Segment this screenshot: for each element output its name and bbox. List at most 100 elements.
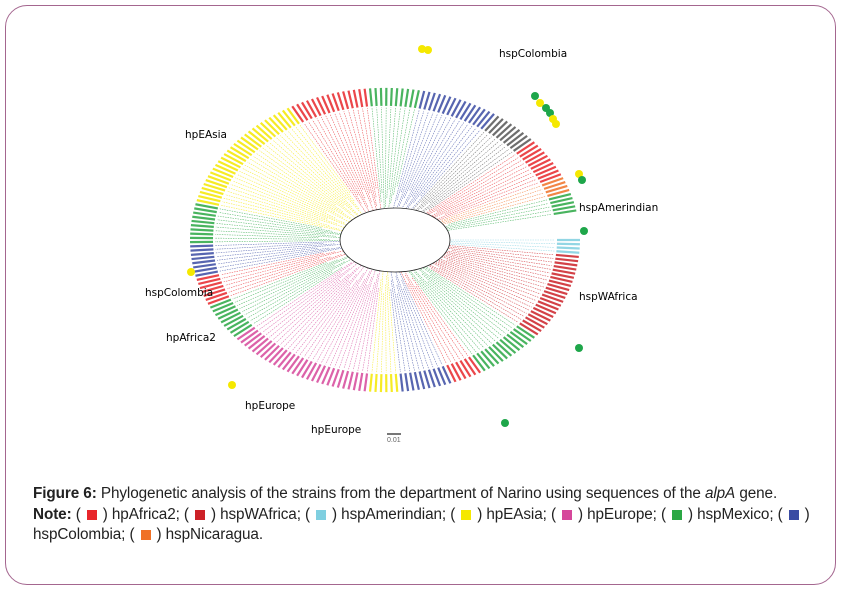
tree-branch <box>219 246 352 272</box>
taxon-label-mark <box>193 263 216 269</box>
taxon-label-mark <box>233 142 253 157</box>
taxon-label-mark <box>212 167 234 179</box>
tree-branch <box>411 277 469 356</box>
taxon-label-mark <box>409 89 415 108</box>
tree-branch <box>434 249 550 274</box>
taxon-label-mark <box>331 368 340 387</box>
taxon-label-mark <box>281 109 296 127</box>
taxon-label-mark <box>432 368 442 387</box>
taxon-label-mark <box>539 173 562 184</box>
figure-frame <box>5 5 836 585</box>
taxon-label-mark <box>556 250 580 254</box>
legend-swatch <box>86 509 97 520</box>
tree-branch <box>216 243 346 257</box>
tree-branch <box>417 157 519 221</box>
tree-branch <box>230 251 353 296</box>
tree-branch <box>390 108 406 204</box>
taxon-label-mark <box>301 360 313 379</box>
tree-branch <box>339 276 373 368</box>
taxon-label-mark <box>363 373 369 392</box>
tree-branch <box>234 177 345 224</box>
tree-branch <box>446 259 543 291</box>
taxon-label-mark <box>277 112 292 129</box>
tree-branch <box>237 174 336 219</box>
tree-branch <box>396 262 447 364</box>
tree-branch <box>308 272 364 359</box>
taxon-label-mark <box>255 340 273 356</box>
taxon-label-mark <box>512 328 532 342</box>
taxon-label-mark <box>220 311 241 324</box>
taxon-label-mark <box>190 228 214 232</box>
taxon-label-mark <box>556 246 580 250</box>
taxon-label-mark <box>450 99 462 117</box>
tree-branch <box>232 180 354 229</box>
tree-branch <box>218 247 341 268</box>
tree-branch <box>253 267 343 325</box>
taxon-label-mark <box>519 322 539 336</box>
legend-label: ) hpEurope; <box>577 505 657 523</box>
tree-branch <box>269 142 345 206</box>
taxon-label-mark <box>310 98 322 117</box>
taxon-label-mark <box>310 363 322 382</box>
tree-branch <box>427 281 492 344</box>
taxon-label-mark <box>326 94 336 113</box>
tree-branch <box>410 146 506 221</box>
tree-branch <box>237 256 348 306</box>
tree-branch <box>394 267 429 369</box>
tree-branch <box>316 118 372 216</box>
taxon-label-mark <box>516 141 535 155</box>
taxon-label-mark <box>499 126 517 142</box>
tree-branch <box>385 284 387 373</box>
marker-dot-yellow <box>418 45 426 53</box>
taxon-label-mark <box>247 334 266 350</box>
taxon-label-mark <box>368 373 373 392</box>
tree-branch <box>299 287 351 356</box>
tree-branch <box>312 119 359 196</box>
scale-label: 0.01 <box>387 437 401 444</box>
tree-branch <box>411 120 460 197</box>
taxon-label-mark <box>205 179 228 189</box>
taxon-label-mark <box>532 306 554 318</box>
tree-branch <box>444 253 549 277</box>
marker-dot-yellow <box>187 268 195 276</box>
taxon-label-mark <box>404 373 410 392</box>
tree-branch <box>414 256 525 317</box>
taxon-label-mark <box>492 120 508 137</box>
tree-branch <box>429 256 539 298</box>
tree-branch <box>371 107 382 202</box>
tree-branch <box>439 267 527 314</box>
taxon-label-mark <box>522 319 542 333</box>
tree-branch <box>401 266 460 360</box>
taxon-label-mark <box>336 92 345 111</box>
tree-branch <box>400 111 429 193</box>
marker-dot-green <box>575 344 583 352</box>
taxon-label-mark <box>236 326 256 341</box>
taxon-label-mark <box>229 146 250 160</box>
tree-branch <box>225 194 320 222</box>
tree-branch <box>371 279 382 373</box>
taxon-label-mark <box>543 290 566 300</box>
tree-branch <box>412 251 535 305</box>
tree-branch <box>406 129 481 216</box>
tree-branch <box>362 265 381 372</box>
taxon-label-mark <box>548 279 572 288</box>
taxon-label-mark <box>550 275 573 283</box>
taxon-label-mark <box>476 110 491 128</box>
tree-branch <box>390 280 406 372</box>
taxon-label-mark <box>223 153 244 166</box>
taxon-label-mark <box>499 338 517 354</box>
tree-branch <box>414 272 485 349</box>
clade-label-hpeurope-2: hpEurope <box>311 424 362 436</box>
tree-branch <box>352 282 375 371</box>
tree-branch <box>303 280 358 357</box>
marker-dot-green <box>542 104 550 112</box>
tree-branch <box>390 271 411 372</box>
marker-dot-yellow <box>552 120 560 128</box>
tree-branch <box>430 262 530 311</box>
tree-branch <box>390 289 401 373</box>
taxon-label-mark <box>441 96 452 115</box>
tree-branch <box>295 267 364 354</box>
taxon-label-mark <box>437 94 447 113</box>
tree-branch <box>420 141 499 209</box>
tree-branch <box>448 199 548 225</box>
